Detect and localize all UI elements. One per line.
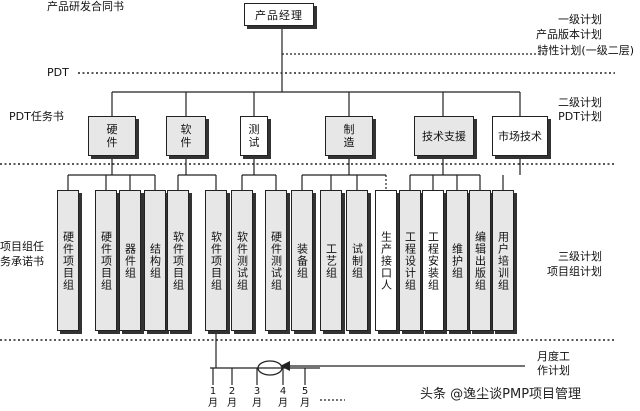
team-box-label: 生产接口人 xyxy=(379,230,393,291)
team-box-label: 硬件测试组 xyxy=(269,230,283,291)
team-box-process: 工艺组 xyxy=(320,190,342,331)
team-box-trial-production: 试制组 xyxy=(346,190,368,331)
level2-plan-label: 二级计划 xyxy=(558,96,602,109)
team-box-label: 工程安装组 xyxy=(426,230,440,291)
pdt-box-manufacturing: 制造 xyxy=(325,116,373,156)
team-box-label: 器件组 xyxy=(123,242,137,279)
team-box-label: 软件测试组 xyxy=(235,230,249,291)
team-box-software-project-1: 软件项目组 xyxy=(167,190,189,331)
team-box-structure: 结构组 xyxy=(144,190,166,331)
team-box-user-training: 用户培训组 xyxy=(492,190,514,331)
monthly-plan-label-line2: 作计划 xyxy=(537,364,570,377)
team-task-label-line1: 项目组任 xyxy=(0,240,44,253)
document-title: 产品研发合同书 xyxy=(47,0,124,13)
team-box-label: 硬件项目组 xyxy=(99,230,113,291)
pdt-box-tech-support-label: 技术支援 xyxy=(422,130,466,143)
team-box-editing-publishing: 编辑出版组 xyxy=(469,190,491,331)
pdt-box-hardware: 硬件 xyxy=(88,116,136,156)
watermark-text: 头条 @逸尘谈PMP项目管理 xyxy=(420,387,582,402)
monthly-plan-label-line1: 月度工 xyxy=(537,350,570,363)
team-box-label: 软件项目组 xyxy=(171,230,185,291)
team-box-software-project-2: 软件项目组 xyxy=(205,190,227,331)
team-box-label: 装备组 xyxy=(295,242,309,279)
pdt-box-test-label: 测试 xyxy=(248,123,260,149)
pdt-box-manufacturing-label: 制造 xyxy=(343,123,355,149)
team-box-components: 器件组 xyxy=(119,190,141,331)
team-box-hardware-project-1: 硬件项目组 xyxy=(57,190,79,331)
team-box-engineering-design: 工程设计组 xyxy=(399,190,421,331)
team-box-label: 用户培训组 xyxy=(496,230,510,291)
team-box-label: 结构组 xyxy=(148,242,162,279)
pdt-box-software: 软件 xyxy=(166,116,206,156)
team-box-production-interface: 生产接口人 xyxy=(375,190,397,331)
team-box-equipment: 装备组 xyxy=(291,190,313,331)
team-box-software-test: 软件测试组 xyxy=(231,190,253,331)
team-box-hardware-project-2: 硬件项目组 xyxy=(95,190,117,331)
product-manager-box: 产品经理 xyxy=(244,3,314,26)
level1-plan-label: 一级计划 xyxy=(558,13,602,26)
feature-plan-label: 特性计划(一级二层) xyxy=(537,44,634,57)
team-plan-label: 项目组计划 xyxy=(547,265,602,278)
version-plan-label: 产品版本计划 xyxy=(536,28,602,41)
pdt-box-tech-support: 技术支援 xyxy=(414,116,474,156)
team-task-label-line2: 务承诺书 xyxy=(0,255,44,268)
pdt-box-test: 测试 xyxy=(240,116,268,156)
team-box-engineering-install: 工程安装组 xyxy=(422,190,444,331)
team-box-label: 维护组 xyxy=(450,242,464,279)
pdt-box-hardware-label: 硬件 xyxy=(106,123,118,149)
pdt-plan-label: PDT计划 xyxy=(558,110,602,123)
team-box-hardware-test: 硬件测试组 xyxy=(265,190,287,331)
pdt-task-label: PDT任务书 xyxy=(9,110,64,123)
team-box-label: 硬件项目组 xyxy=(61,230,75,291)
team-box-label: 编辑出版组 xyxy=(473,230,487,291)
pdt-box-software-label: 软件 xyxy=(180,123,192,149)
product-manager-label: 产品经理 xyxy=(255,8,303,22)
team-box-label: 工艺组 xyxy=(324,242,338,279)
team-box-label: 工程设计组 xyxy=(403,230,417,291)
pdt-box-market-tech: 市场技术 xyxy=(492,116,548,156)
team-box-label: 试制组 xyxy=(350,242,364,279)
team-box-label: 软件项目组 xyxy=(209,230,223,291)
level3-plan-label: 三级计划 xyxy=(558,250,602,263)
team-box-maintenance: 维护组 xyxy=(446,190,468,331)
pdt-box-market-tech-label: 市场技术 xyxy=(498,130,542,143)
pdt-label: PDT xyxy=(47,66,69,79)
